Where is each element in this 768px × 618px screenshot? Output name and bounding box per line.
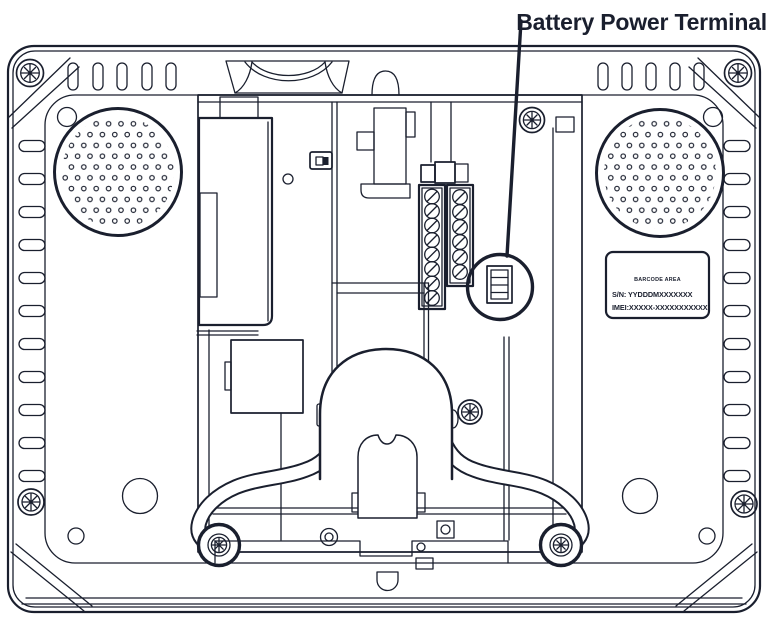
carry-handle-recess [225,60,350,94]
left-module [196,116,274,336]
bottom-bracket [214,540,509,592]
antenna-dome [371,70,400,96]
speaker-grille-right [595,108,725,238]
stand-assembly [190,347,590,568]
terminal-wiring [420,101,469,184]
lower-left-block [224,339,304,541]
top-vent-slots-left [67,62,177,91]
speaker-grille-left [53,107,183,237]
dip-switch [309,151,333,170]
panel-screw-mid-right [457,399,483,425]
stand-hardware [319,520,455,547]
imei-text: IMEI:XXXXX-XXXXXXXXXXX [612,303,708,312]
test-point-hole [282,173,294,185]
barcode-area-text: BARCODE AREA [634,277,681,283]
central-panel [197,94,583,553]
side-vents-right [723,139,751,483]
device-shell-outline [6,44,762,614]
stand-arm-right [436,433,590,554]
corner-screw-top-right [723,58,753,88]
corner-screw-bottom-left [17,488,45,516]
stand-arm-left [190,433,344,554]
stand-pedestal [357,434,418,519]
callout-line [505,19,523,258]
serial-label-plate: BARCODE AREA S/N: YYDDDMXXXXXXX IMEI:XXX… [604,250,711,320]
mounting-holes [56,106,724,545]
serial-number-text: S/N: YYDDDMXXXXXXX [612,290,693,299]
terminal-block-right [445,183,475,288]
callout-label: Battery Power Terminal [516,9,767,35]
corner-screw-top-left [15,58,45,88]
cable-notch [376,571,399,592]
panel-screw-top [518,106,546,134]
stand-foot-right [538,522,584,568]
terminal-block-left [417,183,447,311]
side-vents-left [18,139,46,483]
corner-screw-bottom-right [730,490,758,518]
battery-power-terminal [486,265,513,304]
callout-circle [465,252,535,322]
top-vent-slots-right [597,62,705,91]
mount-boss [356,107,416,199]
top-left-block [219,96,259,119]
stand-foot-left [196,522,242,568]
stand-dome [318,347,454,481]
